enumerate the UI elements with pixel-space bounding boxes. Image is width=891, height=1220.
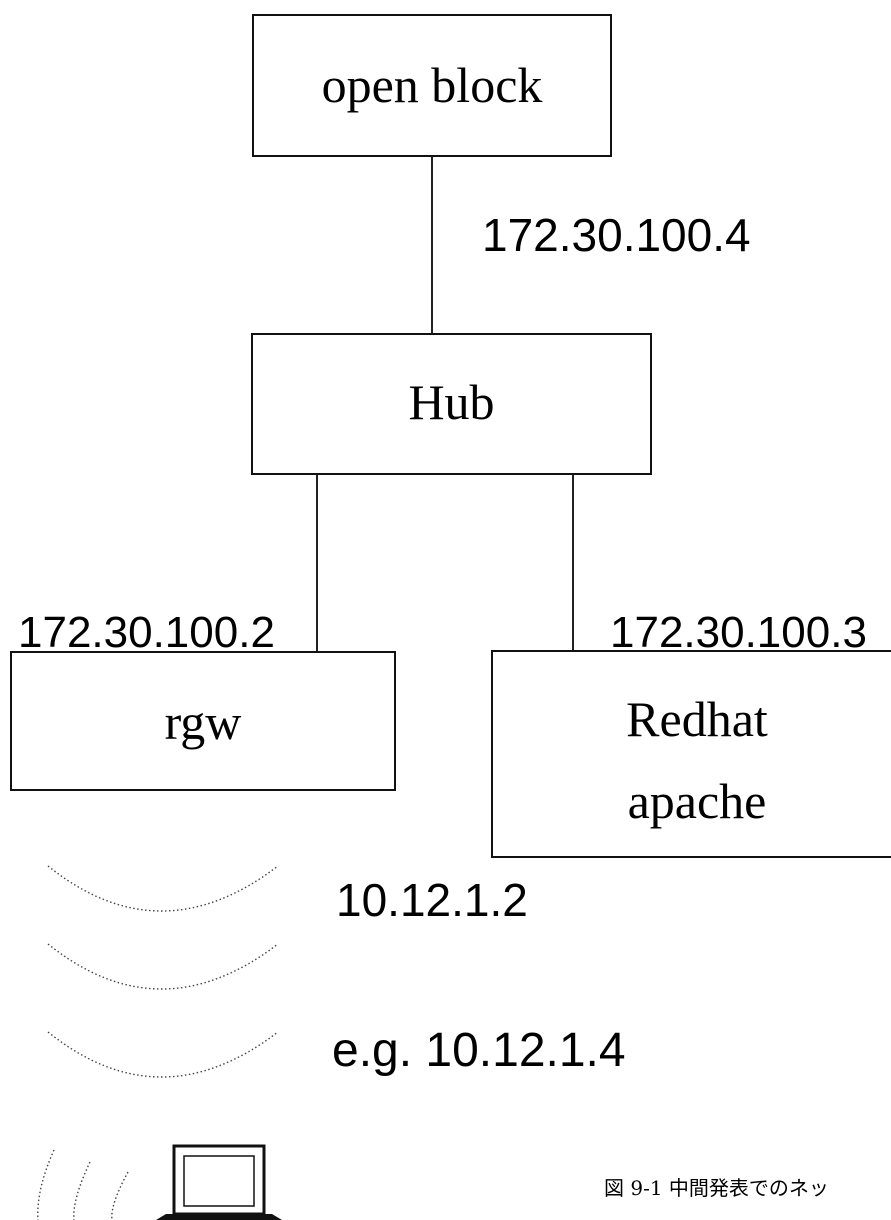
hub-label: Hub (408, 374, 495, 430)
client-example-address: e.g. 10.12.1.4 (332, 1024, 626, 1077)
laptop-icon (156, 1144, 282, 1220)
wireless-signal-icon (47, 865, 279, 1078)
rgw-address: 172.30.100.2 (18, 608, 275, 657)
wireless-signal-icon (37, 1149, 129, 1220)
redhat-address: 172.30.100.3 (610, 608, 867, 657)
rgw-wireless-address: 10.12.1.2 (336, 874, 528, 926)
hub-node: Hub (251, 333, 652, 475)
open-block-node: open block (252, 14, 612, 157)
redhat-node: Redhat apache (491, 650, 891, 858)
rgw-node: rgw (10, 651, 396, 791)
apache-label: apache (627, 773, 767, 829)
open-block-label: open block (321, 57, 543, 113)
redhat-label: Redhat (626, 691, 768, 747)
open-block-address: 172.30.100.4 (482, 209, 751, 261)
figure-caption: 図 9-1 中間発表でのネッ (604, 1176, 829, 1200)
rgw-label: rgw (164, 694, 242, 750)
